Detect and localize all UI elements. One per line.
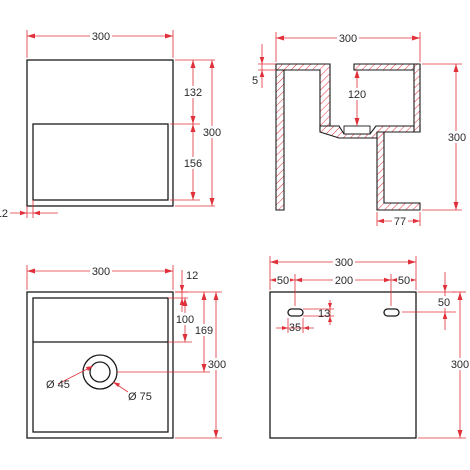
plan-outline — [26, 291, 174, 439]
arrow — [354, 70, 360, 78]
arrow — [457, 292, 463, 300]
back-right-offset-label: 50 — [398, 275, 410, 287]
arrow — [86, 366, 93, 371]
arrow — [179, 298, 185, 305]
front-view: 300 132 156 300 12 — [0, 29, 221, 220]
slot-height-label: 13 — [318, 308, 330, 320]
arrow — [282, 326, 288, 330]
arrow — [453, 202, 459, 210]
arrow — [165, 268, 173, 274]
plan-rim-label: 12 — [186, 270, 198, 282]
front-height-label: 300 — [203, 127, 221, 139]
arrow — [303, 326, 309, 330]
front-bottom-label: 12 — [0, 208, 8, 220]
arrow — [201, 364, 207, 372]
arrow — [453, 64, 459, 72]
arrow — [384, 277, 391, 283]
arrow — [442, 285, 448, 292]
arrow — [209, 60, 215, 68]
back-height-label: 300 — [451, 359, 469, 371]
arrow — [209, 198, 215, 206]
arrow — [190, 124, 196, 132]
front-top-label: 132 — [184, 87, 202, 99]
section-wall-label: 5 — [252, 75, 258, 87]
drain-inner-circle — [89, 361, 111, 383]
arrow — [408, 259, 416, 265]
mount-slot-left — [287, 308, 304, 317]
arrow — [190, 116, 196, 124]
arrow — [259, 70, 265, 77]
mount-slot-right — [383, 308, 400, 317]
plan-inner-rim — [32, 297, 169, 433]
arrow — [412, 35, 420, 41]
arrow — [391, 277, 398, 283]
arrow — [276, 35, 284, 41]
plan-depth-label: 300 — [208, 359, 226, 371]
plan-drain-offset-label: 169 — [195, 325, 213, 337]
section-right-upper — [413, 63, 421, 133]
arrow — [33, 210, 40, 216]
section-width-label: 300 — [339, 33, 357, 45]
plan-width-label: 300 — [92, 266, 110, 278]
arrow — [27, 33, 35, 39]
front-shelf-opening — [32, 123, 169, 201]
plan-view: 300 12 100 169 300 Ø 45 — [26, 264, 227, 439]
section-left-wall — [275, 63, 285, 211]
arrow — [113, 382, 120, 387]
arrow — [213, 292, 219, 300]
arrow — [20, 210, 27, 216]
arrow — [179, 285, 185, 292]
arrow — [182, 334, 188, 342]
arrow — [442, 312, 448, 319]
drain-outer-circle — [82, 354, 118, 390]
back-center-label: 200 — [335, 275, 353, 287]
back-view: 300 50 200 50 50 35 — [269, 255, 469, 439]
drain-outer-label: Ø 75 — [128, 391, 152, 403]
arrow — [165, 33, 173, 39]
back-outline — [269, 291, 417, 439]
front-width-label: 300 — [92, 31, 110, 43]
arrow — [259, 57, 265, 64]
section-leg-label: 77 — [394, 216, 406, 228]
arrow — [190, 60, 196, 68]
arrow — [413, 218, 420, 224]
arrow — [328, 316, 332, 322]
arrow — [27, 268, 35, 274]
arrow — [457, 430, 463, 438]
arrow — [213, 430, 219, 438]
back-top-offset-label: 50 — [438, 297, 450, 309]
section-height-label: 300 — [448, 132, 466, 144]
section-top-right — [353, 63, 421, 71]
arrow — [182, 298, 188, 306]
arrow — [328, 303, 332, 309]
front-shelf-label: 156 — [184, 158, 202, 170]
arrow — [190, 192, 196, 200]
section-view: 300 5 120 300 77 — [252, 31, 467, 228]
plan-back-label: 100 — [176, 314, 194, 326]
back-left-offset-label: 50 — [277, 275, 289, 287]
section-leg — [376, 131, 421, 211]
arrow — [354, 118, 360, 126]
front-outline — [26, 59, 174, 207]
arrow — [377, 218, 384, 224]
section-drain — [343, 125, 371, 135]
arrow — [270, 259, 278, 265]
arrow — [201, 292, 207, 300]
section-basin-label: 120 — [348, 89, 366, 101]
arrow — [270, 277, 277, 283]
back-width-label: 300 — [335, 257, 353, 269]
slot-width-label: 35 — [289, 322, 301, 334]
arrow — [295, 277, 302, 283]
drain-inner-label: Ø 45 — [46, 379, 70, 391]
